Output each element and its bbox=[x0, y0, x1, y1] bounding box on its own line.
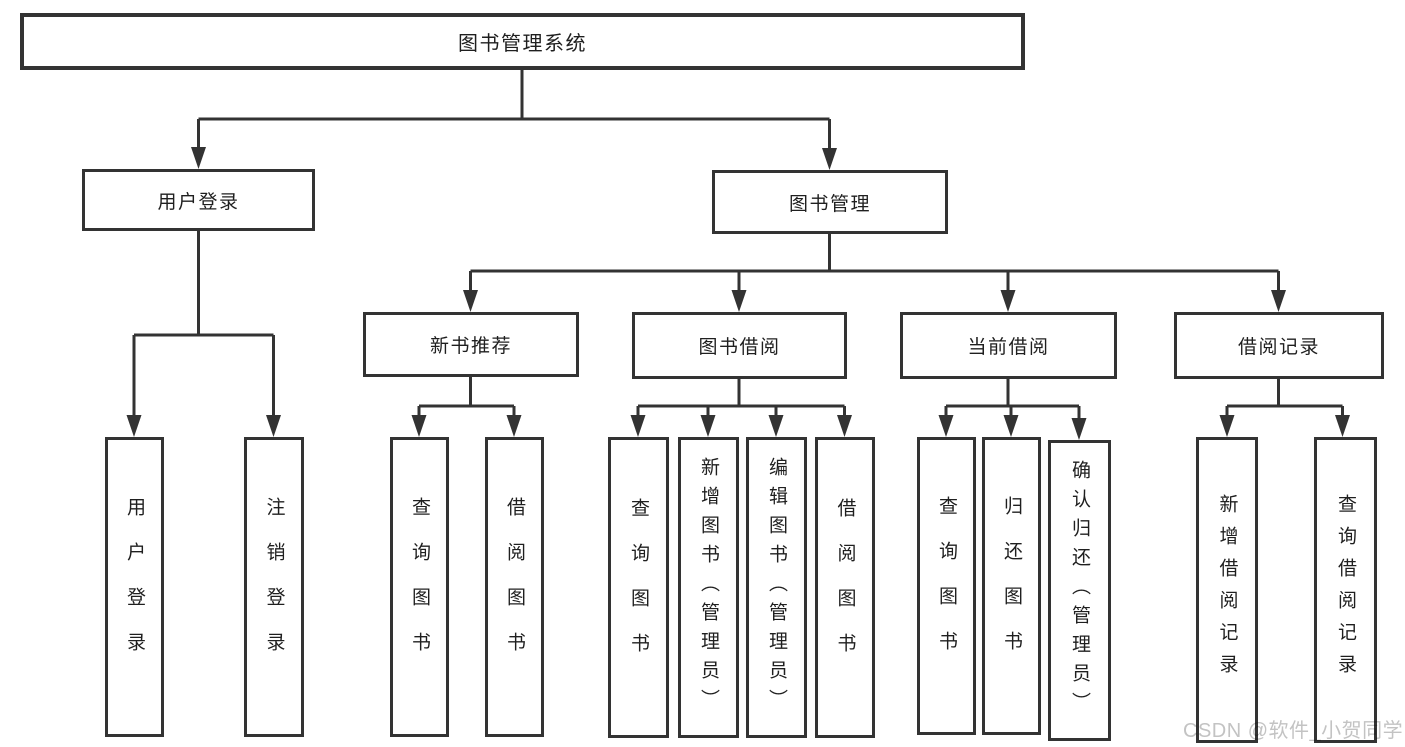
node-label: 注销登录 bbox=[263, 497, 285, 677]
node-book-borrowing: 图书借阅 bbox=[632, 312, 847, 379]
node-label: 借阅记录 bbox=[1237, 337, 1320, 358]
node-label: 查询图书 bbox=[936, 496, 957, 676]
node-library-management-system: 图书管理系统 bbox=[20, 13, 1025, 70]
node-user-login: 用户登录 bbox=[82, 169, 315, 231]
node-leaf-logout: 注销登录 bbox=[244, 437, 304, 737]
node-leaf-current-query-books: 查询图书 bbox=[917, 437, 976, 735]
node-leaf-recommend-query-books: 查询图书 bbox=[390, 437, 449, 737]
node-leaf-recommend-borrow-books: 借阅图书 bbox=[485, 437, 544, 737]
node-leaf-borrow-borrow-books: 借阅图书 bbox=[815, 437, 875, 738]
node-new-book-recommendation: 新书推荐 bbox=[363, 312, 579, 377]
node-label: 编辑图书（管理员） bbox=[766, 457, 787, 718]
node-label: 查询借阅记录 bbox=[1335, 494, 1356, 686]
node-leaf-borrow-edit-books: 编辑图书（管理员） bbox=[746, 437, 807, 738]
node-label: 借阅图书 bbox=[834, 497, 856, 678]
node-leaf-records-query-record: 查询借阅记录 bbox=[1314, 437, 1377, 743]
node-label: 新书推荐 bbox=[429, 336, 512, 357]
node-label: 查询图书 bbox=[409, 497, 430, 677]
node-label: 当前借阅 bbox=[967, 337, 1050, 358]
node-leaf-borrow-add-books: 新增图书（管理员） bbox=[678, 437, 739, 738]
node-label: 新增借阅记录 bbox=[1216, 494, 1238, 686]
node-book-management: 图书管理 bbox=[712, 170, 948, 234]
node-label: 用户登录 bbox=[157, 191, 240, 213]
node-leaf-current-return-books: 归还图书 bbox=[982, 437, 1041, 735]
node-label: 图书管理系统 bbox=[458, 33, 587, 55]
node-label: 借阅图书 bbox=[504, 497, 525, 677]
csdn-watermark: CSDN @软件_小贺同学 bbox=[1183, 720, 1404, 742]
node-label: 图书借阅 bbox=[698, 337, 781, 358]
node-label: 新增图书（管理员） bbox=[698, 457, 719, 718]
node-leaf-user-login: 用户登录 bbox=[105, 437, 164, 737]
node-label: 归还图书 bbox=[1001, 496, 1022, 676]
node-label: 图书管理 bbox=[788, 193, 871, 215]
node-borrowing-records: 借阅记录 bbox=[1174, 312, 1384, 379]
node-leaf-records-add-record: 新增借阅记录 bbox=[1196, 437, 1258, 743]
node-label: 确认归还（管理员） bbox=[1069, 460, 1090, 721]
node-label: 用户登录 bbox=[124, 497, 145, 677]
node-current-borrowing: 当前借阅 bbox=[900, 312, 1117, 379]
node-label: 查询图书 bbox=[628, 497, 649, 678]
node-leaf-current-confirm-return: 确认归还（管理员） bbox=[1048, 440, 1111, 741]
node-leaf-borrow-query-books: 查询图书 bbox=[608, 437, 669, 738]
